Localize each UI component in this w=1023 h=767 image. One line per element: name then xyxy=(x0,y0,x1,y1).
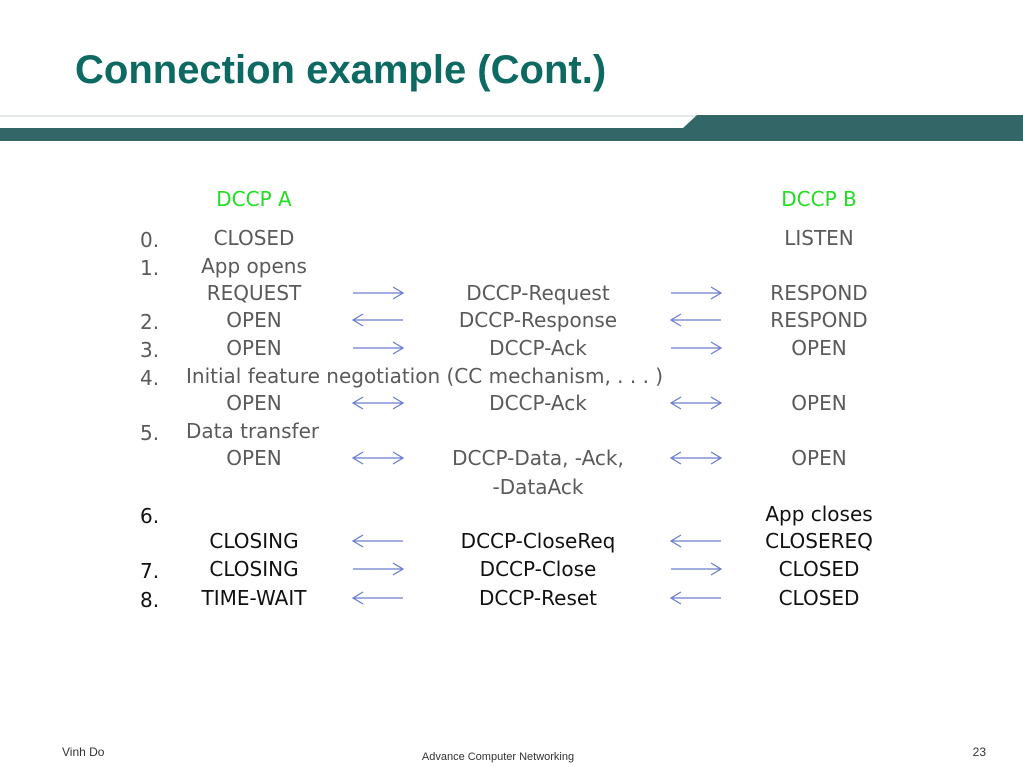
left-arrow-icon xyxy=(670,591,721,605)
step-note: Initial feature negotiation (CC mechanis… xyxy=(186,364,664,388)
state-a: OPEN xyxy=(226,336,282,360)
bidirectional-arrow-icon xyxy=(352,396,404,410)
left-arrow-icon xyxy=(352,534,403,548)
state-b: LISTEN xyxy=(784,226,854,250)
state-a: OPEN xyxy=(226,391,282,415)
state-b: OPEN xyxy=(791,391,847,415)
message: DCCP-Reset xyxy=(478,586,598,610)
message: DCCP-Request xyxy=(466,281,610,305)
message: DCCP-Ack xyxy=(489,391,587,415)
step-note: Data transfer xyxy=(186,419,320,443)
right-arrow-icon xyxy=(671,341,722,355)
band-shape xyxy=(0,115,1023,141)
right-arrow-icon xyxy=(671,562,722,576)
state-b: OPEN xyxy=(791,336,847,360)
left-arrow-icon xyxy=(352,591,403,605)
state-a: OPEN xyxy=(226,308,282,332)
step-number: 7. xyxy=(140,559,160,583)
left-arrow-icon xyxy=(670,313,721,327)
right-arrow-icon xyxy=(353,341,404,355)
footer-page-number: 23 xyxy=(972,745,986,759)
state-b: CLOSEREQ xyxy=(765,529,873,553)
state-a: CLOSED xyxy=(213,226,295,250)
slide-title: Connection example (Cont.) xyxy=(75,48,607,92)
right-arrow-icon xyxy=(671,286,722,300)
message-continued: -DataAck xyxy=(492,475,584,499)
bidirectional-arrow-icon xyxy=(670,451,722,465)
state-b: RESPOND xyxy=(770,281,868,305)
step-number: 3. xyxy=(140,338,160,362)
state-a: CLOSING xyxy=(209,557,299,581)
step-number: 5. xyxy=(140,421,160,445)
right-arrow-icon xyxy=(353,286,404,300)
state-b: CLOSED xyxy=(778,557,860,581)
step-number: 0. xyxy=(140,228,160,252)
step-number: 6. xyxy=(140,504,160,528)
right-arrow-icon xyxy=(353,562,404,576)
step-number: 8. xyxy=(140,588,160,612)
state-b: OPEN xyxy=(791,446,847,470)
title-divider-band xyxy=(0,115,1023,141)
step-number: 4. xyxy=(140,366,160,390)
message: DCCP-Close xyxy=(479,557,597,581)
footer-author: Vinh Do xyxy=(62,745,105,759)
event-b: App closes xyxy=(765,502,873,526)
state-a: OPEN xyxy=(226,446,282,470)
footer-course: Advance Computer Networking xyxy=(421,751,575,763)
state-a: REQUEST xyxy=(206,281,302,305)
event-a: App opens xyxy=(201,254,307,278)
header-dccp-b: DCCP B xyxy=(781,187,857,211)
message: DCCP-Data, -Ack, xyxy=(452,446,624,470)
state-b: CLOSED xyxy=(778,586,860,610)
left-arrow-icon xyxy=(670,534,721,548)
message: DCCP-CloseReq xyxy=(460,529,616,553)
message: DCCP-Ack xyxy=(489,336,587,360)
header-dccp-a: DCCP A xyxy=(216,187,292,211)
message: DCCP-Response xyxy=(458,308,618,332)
left-arrow-icon xyxy=(352,313,403,327)
step-number: 1. xyxy=(140,256,160,280)
state-b: RESPOND xyxy=(770,308,868,332)
state-a: TIME-WAIT xyxy=(201,586,307,610)
step-number: 2. xyxy=(140,310,160,334)
bidirectional-arrow-icon xyxy=(352,451,404,465)
state-a: CLOSING xyxy=(209,529,299,553)
bidirectional-arrow-icon xyxy=(670,396,722,410)
